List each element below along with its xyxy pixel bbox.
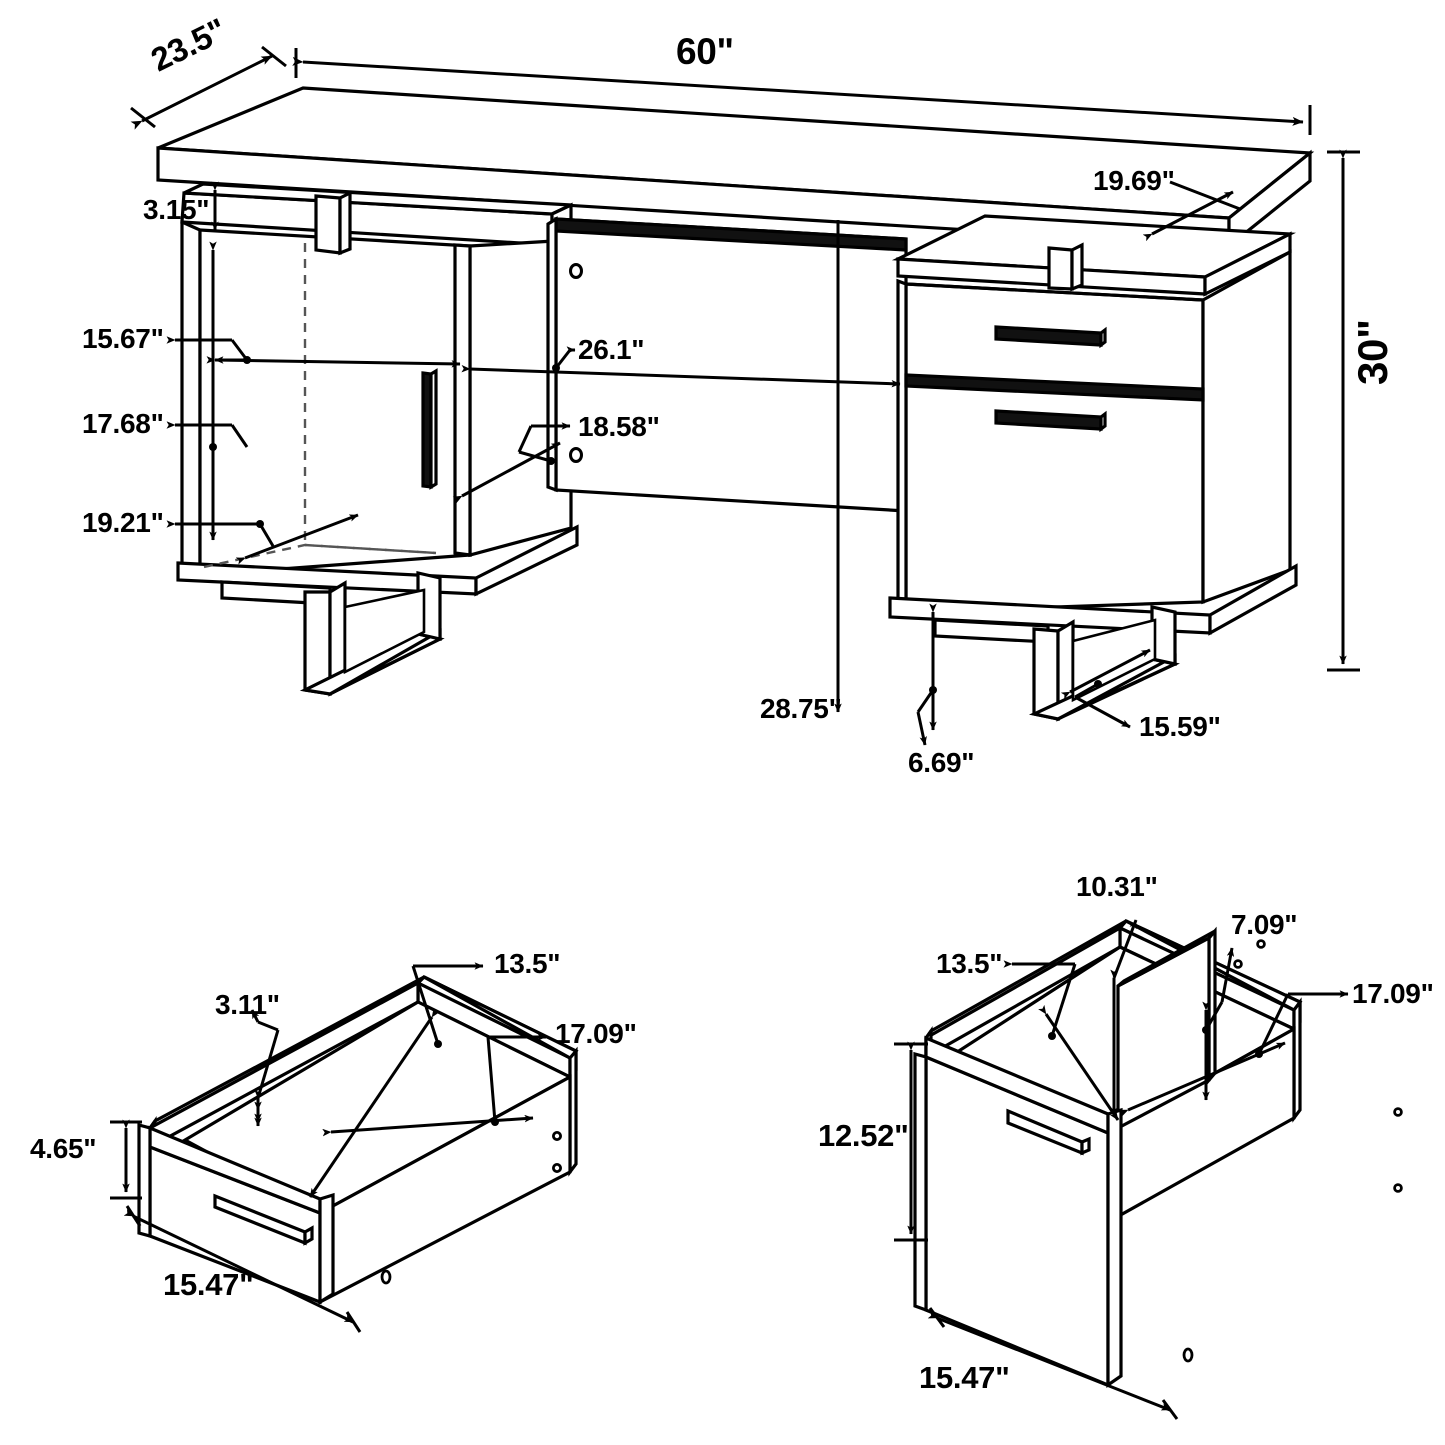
file-drawer-handle — [1006, 1108, 1091, 1156]
dim-line-261 — [461, 346, 901, 388]
dim-label-1567: 15.67" — [82, 323, 164, 354]
cabinet-door-handle — [421, 368, 438, 490]
dim-line-1567 — [166, 336, 461, 368]
top-support-posts — [314, 190, 1084, 292]
dim-label-gap-315: 3.15" — [143, 194, 210, 225]
dim-label-669: 6.69" — [908, 747, 975, 778]
dim-label-2875: 28.75" — [760, 693, 842, 724]
dim-line-sd-311 — [250, 1009, 280, 1127]
dim-label-sd-311: 3.11" — [215, 989, 280, 1020]
dim-line-fd-1252 — [894, 1041, 928, 1242]
dim-line-sd-1547 — [123, 1205, 362, 1333]
dim-line-sd-1709 — [322, 1033, 547, 1137]
dim-line-depth-235 — [130, 45, 287, 130]
dim-label-261: 26.1" — [578, 334, 645, 365]
dim-label-1858: 18.58" — [578, 411, 660, 442]
dim-label-fd-709: 7.09" — [1231, 909, 1298, 940]
dim-label-height-30: 30" — [1349, 319, 1396, 385]
left-leg-sled — [220, 570, 445, 697]
lower-drawer-handle — [994, 409, 1107, 433]
dim-label-fd-1547: 15.47" — [919, 1360, 1010, 1395]
dim-line-1768 — [166, 241, 249, 541]
dim-line-sd-465 — [110, 1119, 142, 1200]
dim-label-fd-1252: 12.52" — [818, 1118, 909, 1153]
dim-label-1969: 19.69" — [1093, 165, 1175, 196]
dim-line-fd-135 — [1003, 960, 1120, 1121]
dim-line-height-30 — [1327, 149, 1360, 672]
dim-line-1921 — [166, 513, 359, 565]
dim-label-sd-465: 4.65" — [30, 1133, 97, 1164]
right-pedestal — [888, 214, 1298, 722]
dim-line-1969 — [1142, 180, 1241, 242]
dim-line-fd-1709 — [1118, 990, 1349, 1117]
dim-line-fd-1547 — [927, 1307, 1179, 1420]
dim-line-width-60 — [292, 48, 1312, 135]
dim-line-sd-135 — [308, 962, 484, 1198]
back-panel-screw-holes — [569, 263, 583, 463]
center-back-panel — [546, 216, 908, 513]
file-drawer-detail — [913, 919, 1403, 1389]
dim-label-1559: 15.59" — [1139, 711, 1221, 742]
dim-label-sd-135: 13.5" — [494, 948, 561, 979]
dim-label-fd-1031: 10.31" — [1076, 871, 1158, 902]
dim-line-669 — [916, 603, 937, 746]
left-cabinet — [176, 182, 579, 697]
dim-label-width-60: 60" — [676, 31, 734, 72]
dim-label-1768: 17.68" — [82, 408, 164, 439]
small-drawer-detail — [137, 975, 579, 1305]
dim-label-sd-1547: 15.47" — [163, 1267, 254, 1302]
dim-label-fd-1709: 17.09" — [1352, 978, 1434, 1009]
upper-drawer-handle — [994, 325, 1107, 349]
dim-label-sd-1709: 17.09" — [555, 1018, 637, 1049]
dim-label-fd-135: 13.5" — [936, 948, 1003, 979]
dim-label-1921: 19.21" — [82, 507, 164, 538]
dim-line-1559 — [1060, 648, 1151, 729]
dim-line-1858 — [452, 422, 571, 504]
